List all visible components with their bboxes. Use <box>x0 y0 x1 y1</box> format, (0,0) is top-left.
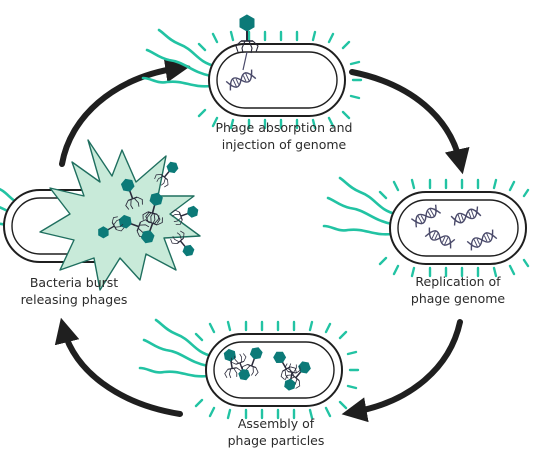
caption-burst-line1: Bacteria burst <box>30 275 118 290</box>
cycle-arrows <box>54 57 470 423</box>
bacterium-replication <box>322 176 530 278</box>
arrow-assembly-to-burst <box>54 317 183 417</box>
bacterium-burst <box>0 139 202 291</box>
caption-absorption-line1: Phage absorption and <box>216 120 353 135</box>
caption-replication-line1: Replication of <box>415 274 501 289</box>
caption-assembly-line1: Assembly of <box>238 416 315 431</box>
bacterium-assembly <box>138 318 360 420</box>
caption-replication-line2: phage genome <box>411 291 505 306</box>
caption-assembly-line2: phage particles <box>228 433 325 448</box>
arrow-replication-to-assembly <box>341 319 463 423</box>
caption-absorption-line2: injection of genome <box>222 137 347 152</box>
arrow-burst-to-absorption <box>59 57 191 167</box>
arrow-absorption-to-replication <box>349 69 470 175</box>
bacterium-absorption <box>141 14 363 130</box>
caption-burst-line2: releasing phages <box>21 292 128 307</box>
